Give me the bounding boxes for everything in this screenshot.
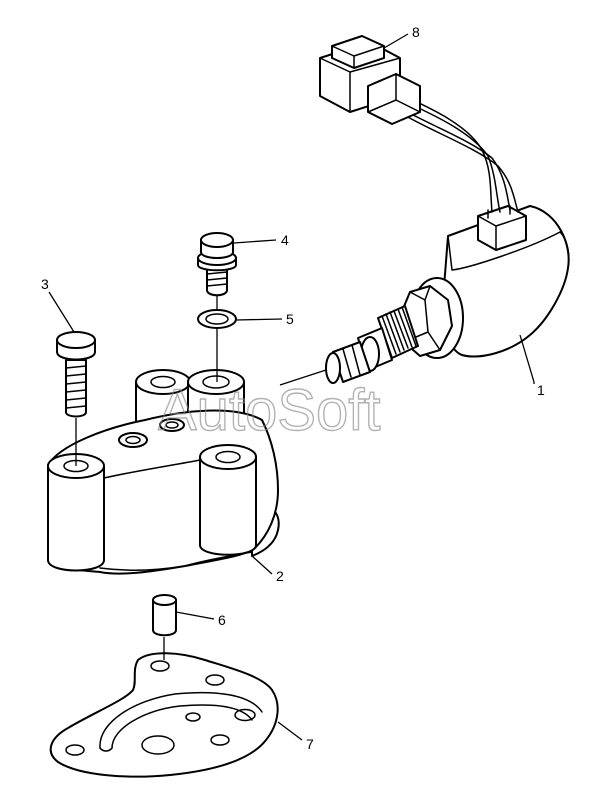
electrical-connector xyxy=(319,35,421,125)
callout-7: 7 xyxy=(277,721,314,752)
watermark-text: AutoSoft xyxy=(158,378,380,443)
callout-4: 4 xyxy=(233,232,289,248)
valve-body xyxy=(47,369,280,575)
washer xyxy=(197,309,237,329)
callout-label: 4 xyxy=(281,232,289,248)
wiring-harness xyxy=(399,95,519,213)
callout-5: 5 xyxy=(235,311,294,327)
callout-6: 6 xyxy=(175,611,226,628)
callout-8: 8 xyxy=(383,24,420,49)
dowel-pin xyxy=(152,594,177,660)
callout-label: 6 xyxy=(218,612,226,628)
callout-label: 7 xyxy=(306,736,314,752)
callout-1: 1 xyxy=(533,382,545,398)
long-bolt xyxy=(56,331,96,466)
callout-label: 8 xyxy=(412,24,420,40)
callout-2: 2 xyxy=(251,555,284,584)
callout-label: 2 xyxy=(276,568,284,584)
gasket-plate xyxy=(49,652,279,778)
flange-bolt xyxy=(197,232,237,382)
callout-3: 3 xyxy=(41,276,75,333)
callout-label: 5 xyxy=(286,311,294,327)
callout-label: 3 xyxy=(41,276,49,292)
solenoid xyxy=(279,205,570,386)
callout-label: 1 xyxy=(537,382,545,398)
